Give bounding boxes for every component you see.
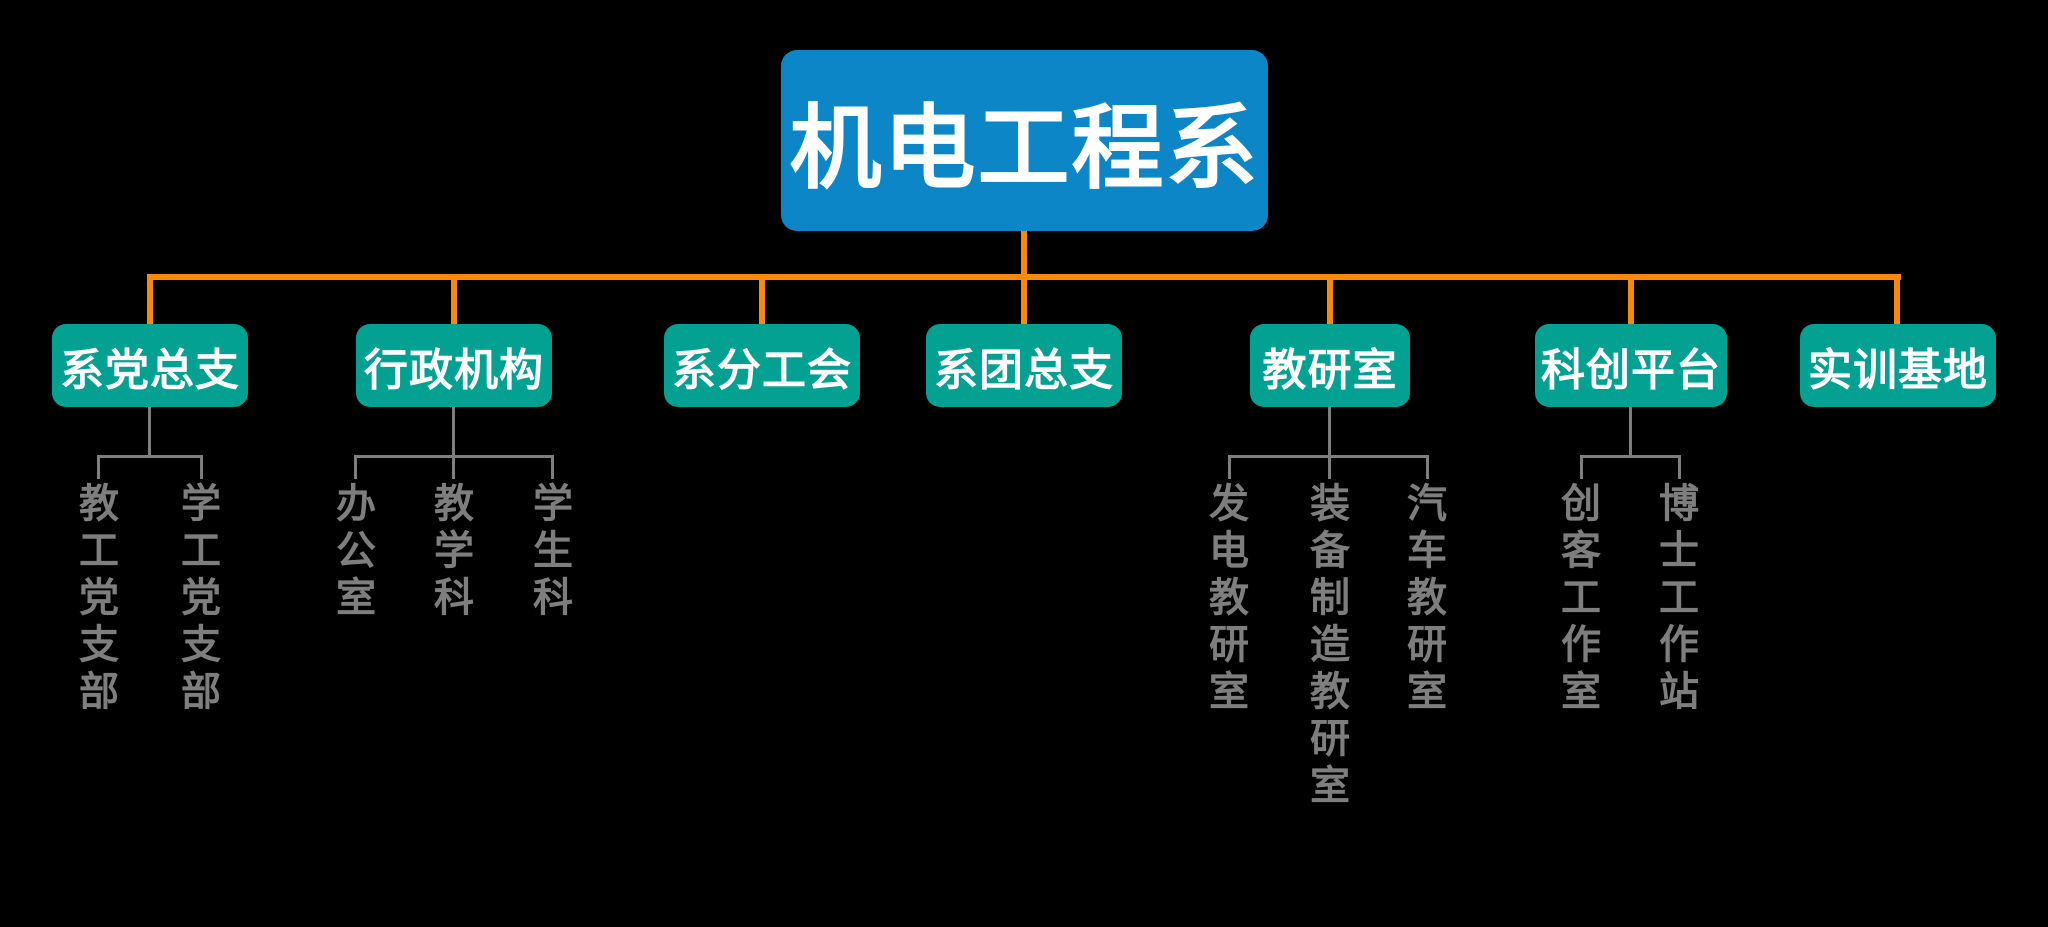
leaf-node-maker-studio: 创客工作室 (1561, 482, 1601, 714)
connector-group2-stub-1 (354, 455, 357, 479)
connector-group2-rail (354, 455, 554, 458)
connector-group1-stub-2 (200, 455, 203, 479)
connector-drop-1 (147, 274, 153, 327)
connector-level1-rail (147, 274, 1901, 280)
branch-node-teaching-research: 教研室 (1250, 324, 1410, 407)
connector-drop-3 (759, 274, 765, 327)
connector-group6-vertical (1629, 407, 1632, 457)
connector-drop-6 (1628, 274, 1634, 327)
connector-group5-rail (1228, 455, 1429, 458)
leaf-node-office: 办公室 (336, 482, 376, 620)
branch-node-union: 系分工会 (664, 324, 860, 407)
leaf-node-power-generation-tro: 发电教研室 (1209, 482, 1249, 714)
connector-group6-rail (1580, 455, 1681, 458)
leaf-node-staff-party-branch: 教工党支部 (79, 482, 119, 714)
connector-drop-5 (1327, 274, 1333, 327)
connector-group1-rail (97, 455, 203, 458)
connector-drop-2 (451, 274, 457, 327)
connector-group5-vertical (1328, 407, 1331, 479)
leaf-node-teaching-section: 教学科 (434, 482, 474, 620)
branch-node-party-branch: 系党总支 (52, 324, 248, 407)
leaf-node-doctoral-workstation: 博士工作站 (1659, 482, 1699, 714)
branch-node-administration: 行政机构 (356, 324, 552, 407)
branch-node-training-base: 实训基地 (1800, 324, 1996, 407)
leaf-node-equipment-manufacturing-tro: 装备制造教研室 (1310, 482, 1350, 808)
connector-drop-7 (1894, 274, 1900, 327)
branch-node-youth-league: 系团总支 (926, 324, 1122, 407)
connector-group2-vertical (452, 407, 455, 479)
connector-group5-stub-1 (1228, 455, 1231, 479)
connector-group1-stub-1 (97, 455, 100, 479)
leaf-node-automobile-tro: 汽车教研室 (1407, 482, 1447, 714)
connector-group2-stub-3 (551, 455, 554, 479)
root-node-department: 机电工程系 (781, 50, 1268, 231)
connector-group5-stub-3 (1426, 455, 1429, 479)
connector-group6-stub-2 (1678, 455, 1681, 479)
leaf-node-student-section: 学生科 (533, 482, 573, 620)
connector-group1-vertical (148, 407, 151, 457)
branch-node-innovation-platform: 科创平台 (1535, 324, 1727, 407)
connector-group6-stub-1 (1580, 455, 1583, 479)
leaf-node-student-party-branch: 学工党支部 (181, 482, 221, 714)
